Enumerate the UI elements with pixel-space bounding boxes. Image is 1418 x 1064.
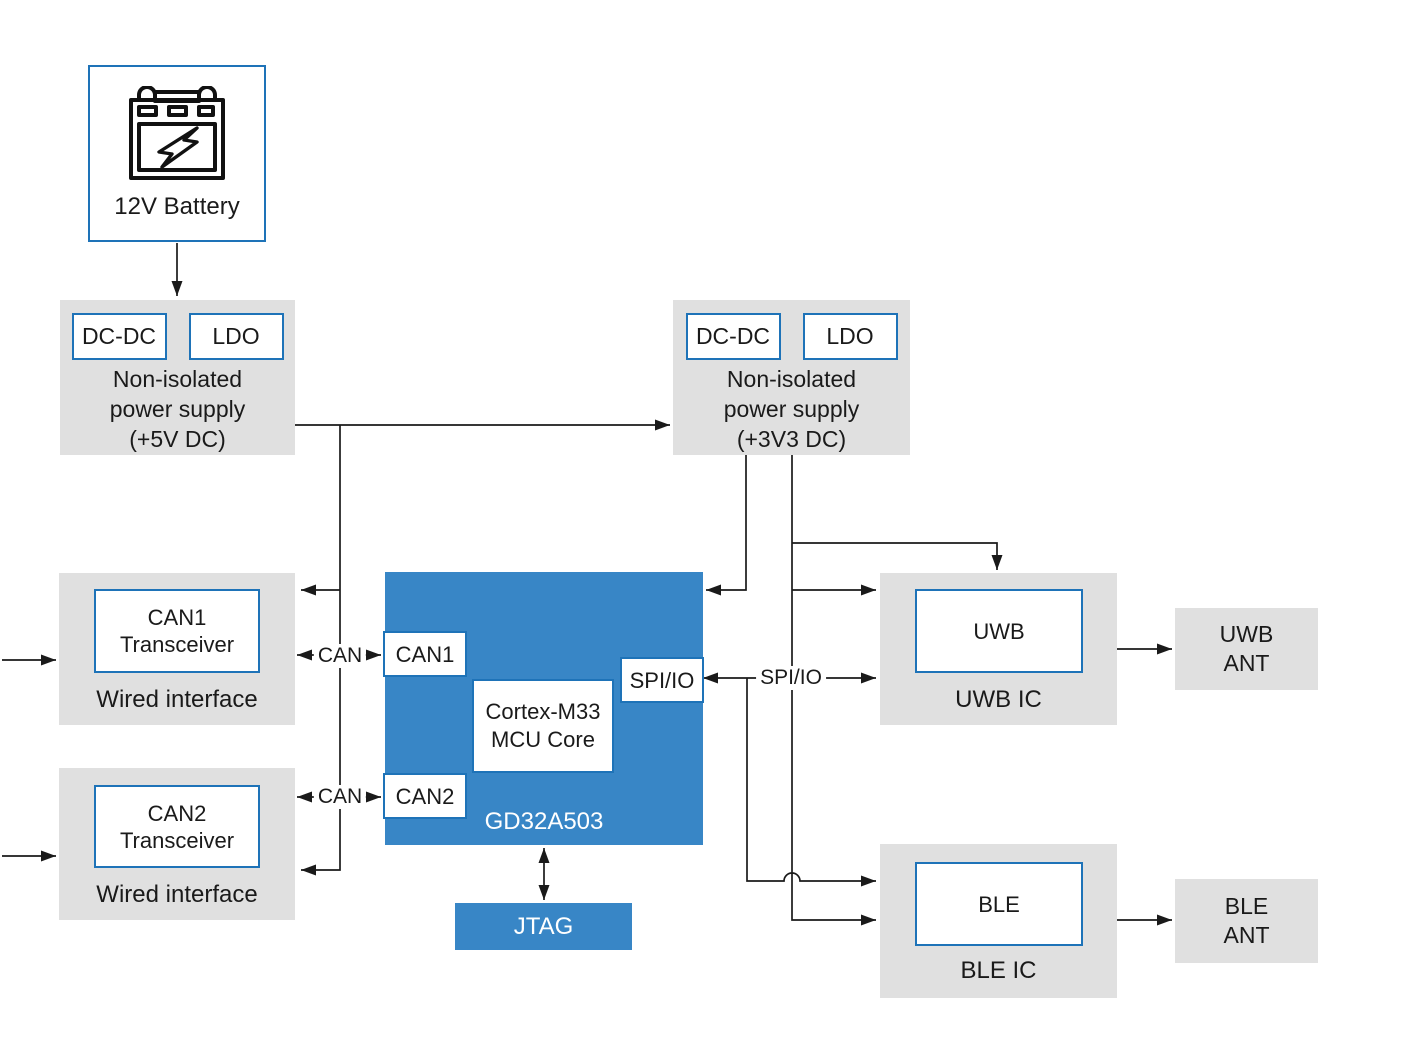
battery-box: 12V Battery bbox=[88, 65, 266, 242]
wire-3v3-to-mcu bbox=[706, 455, 747, 596]
wire-5v-branch-down bbox=[301, 425, 341, 876]
can2-bus-label: CAN bbox=[313, 785, 367, 809]
mcu-core-chip: Cortex-M33 MCU Core bbox=[472, 679, 614, 773]
can1-bus-label: CAN bbox=[313, 644, 367, 668]
can2-transceiver-chip: CAN2 Transceiver bbox=[94, 785, 260, 868]
psu-5v-caption: Non-isolated power supply (+5V DC) bbox=[109, 366, 246, 452]
psu-3v3-caption: Non-isolated power supply (+3V3 DC) bbox=[723, 366, 860, 452]
ble-ant-box: BLE ANT bbox=[1175, 879, 1318, 963]
psu-3v3-dcdc-chip: DC-DC bbox=[685, 313, 781, 360]
spi-bus-label: SPI/IO bbox=[756, 666, 826, 690]
ble-chip: BLE bbox=[915, 862, 1083, 946]
can1-interface-box: CAN1 Transceiver Wired interface bbox=[59, 573, 295, 725]
psu-5v-box: DC-DC LDO Non-isolated power supply (+5V… bbox=[60, 300, 295, 455]
psu-3v3-ldo-chip: LDO bbox=[802, 313, 898, 360]
jtag-box: JTAG bbox=[455, 903, 632, 950]
psu-5v-ldo-chip: LDO bbox=[188, 313, 284, 360]
battery-label: 12V Battery bbox=[114, 193, 240, 220]
can2-interface-caption: Wired interface bbox=[96, 881, 258, 908]
battery-icon bbox=[129, 86, 225, 180]
wire-spi-to-ble bbox=[746, 678, 876, 887]
wire-3v3-to-ble bbox=[791, 455, 876, 926]
mcu-can1-port: CAN1 bbox=[383, 631, 467, 677]
uwb-ant-box: UWB ANT bbox=[1175, 608, 1318, 690]
mcu-can2-port: CAN2 bbox=[383, 773, 467, 819]
mcu-name-label: GD32A503 bbox=[484, 808, 604, 835]
uwb-ic-caption: UWB IC bbox=[955, 686, 1042, 713]
can1-interface-caption: Wired interface bbox=[96, 686, 258, 713]
ble-ic-caption: BLE IC bbox=[960, 957, 1037, 984]
mcu-box: CAN1 CAN2 SPI/IO Cortex-M33 MCU Core GD3… bbox=[383, 572, 704, 845]
psu-3v3-box: DC-DC LDO Non-isolated power supply (+3V… bbox=[673, 300, 910, 455]
psu-5v-dcdc-chip: DC-DC bbox=[71, 313, 167, 360]
mcu-spi-io-port: SPI/IO bbox=[620, 657, 704, 703]
uwb-ic-box: UWB UWB IC bbox=[880, 573, 1117, 725]
can2-interface-box: CAN2 Transceiver Wired interface bbox=[59, 768, 295, 920]
uwb-chip: UWB bbox=[915, 589, 1083, 673]
ble-ic-box: BLE BLE IC bbox=[880, 844, 1117, 998]
wire-3v3-to-uwb-top bbox=[792, 542, 1003, 570]
can1-transceiver-chip: CAN1 Transceiver bbox=[94, 589, 260, 673]
